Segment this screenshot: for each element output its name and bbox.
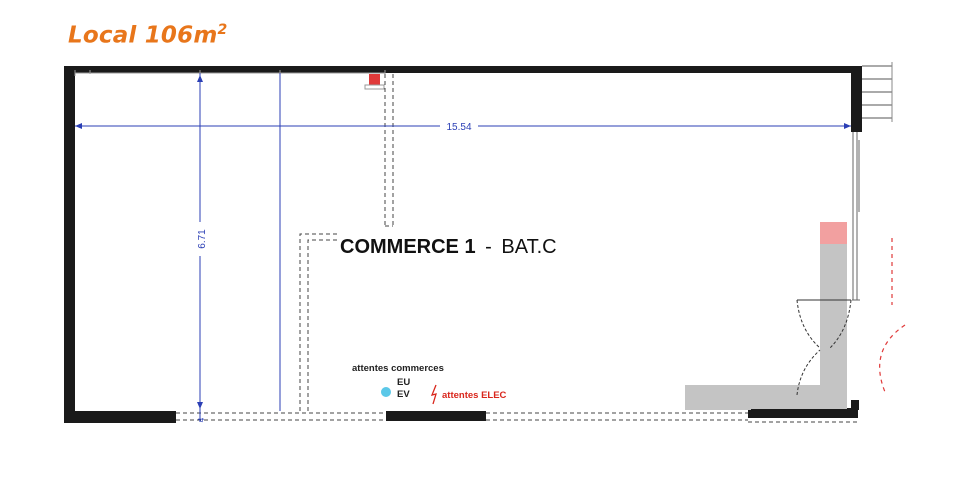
- wall-bottom-right: [748, 408, 858, 418]
- exterior-arc: [879, 238, 906, 393]
- lightning-icon: [430, 384, 437, 405]
- dimension-length: 15.54: [75, 119, 851, 133]
- utilities-label: attentes commerces: [352, 363, 444, 374]
- ev-label: EV: [397, 389, 410, 400]
- page-title: Local 106m2: [68, 22, 228, 49]
- room-label: COMMERCE 1 - BAT.C: [340, 236, 557, 258]
- right-window: [852, 132, 860, 301]
- stair-block: [685, 222, 847, 410]
- wall-top: [64, 66, 862, 73]
- dimension-width-label: 6.71: [197, 229, 208, 249]
- wall-left: [64, 66, 75, 423]
- pink-marker: [820, 222, 847, 244]
- room-name: COMMERCE 1: [340, 236, 476, 258]
- right-lower-walls: [851, 400, 859, 410]
- utilities: attentes commerces EU EV attentes ELEC: [352, 363, 507, 405]
- bottom-threshold: [176, 412, 860, 423]
- dimension-length-label: 15.54: [446, 122, 471, 133]
- dashed-shaft: [299, 74, 394, 411]
- door-swings: [796, 299, 852, 396]
- room-separator: -: [485, 236, 492, 258]
- elec-label: attentes ELEC: [442, 390, 507, 401]
- room-building: BAT.C: [501, 236, 556, 258]
- red-marker: [369, 74, 380, 85]
- dimension-width: 6.71 4: [193, 73, 281, 422]
- wall-bottom-left: [64, 411, 176, 423]
- eu-label: EU: [397, 377, 410, 388]
- wall-bottom-mid: [386, 411, 486, 421]
- utility-marker: [381, 387, 391, 397]
- dimension-small-label: 4: [197, 417, 206, 422]
- wall-right-upper: [851, 66, 862, 132]
- walls: [64, 66, 862, 423]
- exterior-steps: [862, 62, 893, 122]
